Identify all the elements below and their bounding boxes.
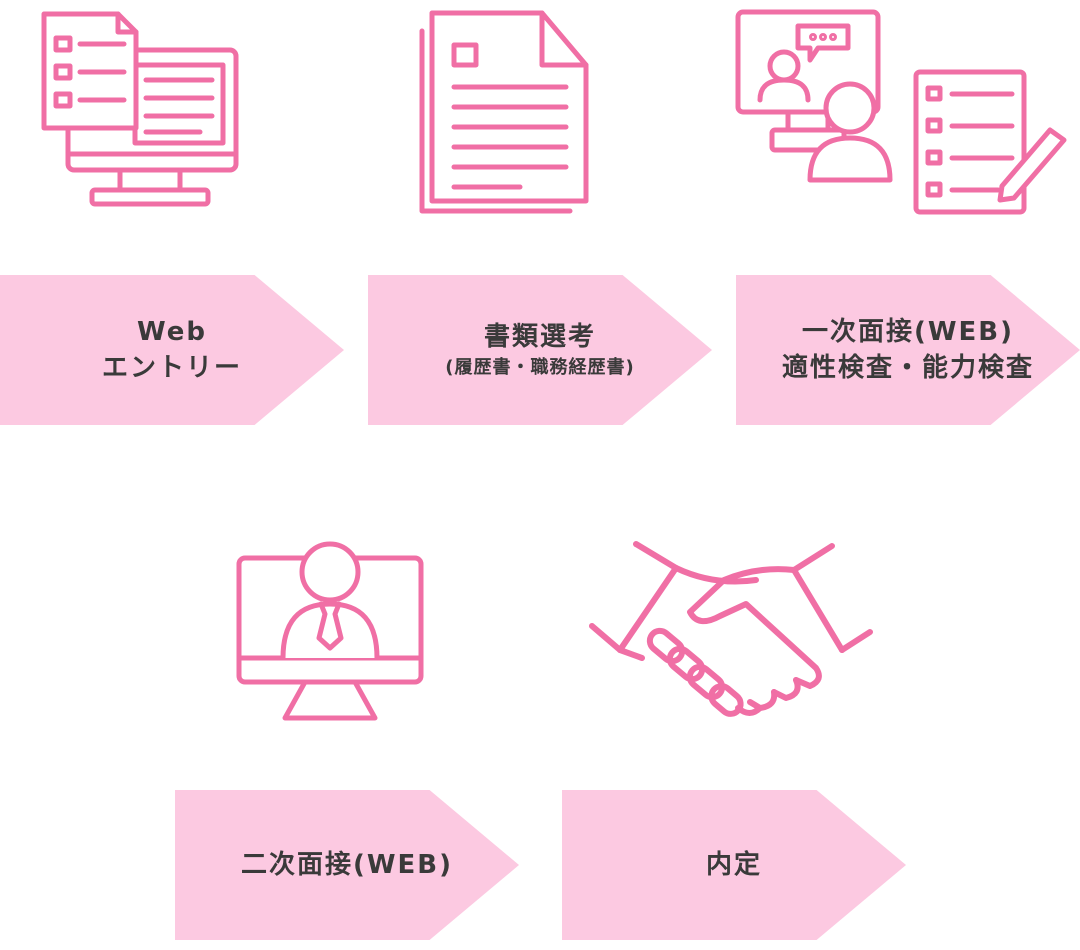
step-subtitle: エントリー: [101, 353, 242, 383]
step-label: 書類選考 (履歴書・職務経歴書): [445, 319, 634, 381]
document-icon: [410, 5, 600, 220]
step-title: 一次面接(WEB): [801, 317, 1014, 347]
step-title: Web: [136, 317, 207, 347]
step-label: 二次面接(WEB): [241, 847, 453, 883]
step-title: 二次面接(WEB): [240, 850, 454, 880]
step-web-entry: Web エントリー: [0, 275, 344, 425]
step-label: 一次面接(WEB) 適性検査・能力検査: [782, 314, 1034, 386]
step-document-screening: 書類選考 (履歴書・職務経歴書): [368, 275, 712, 425]
step-subtitle: 適性検査・能力検査: [781, 353, 1034, 383]
step-label: Web エントリー: [102, 314, 242, 386]
step-subtitle: (履歴書・職務経歴書): [445, 357, 635, 378]
step-second-interview: 二次面接(WEB): [175, 790, 519, 940]
handshake-icon: [589, 540, 880, 730]
computer-form-icon: [40, 10, 240, 210]
step-job-offer: 内定: [562, 790, 906, 940]
video-interview-checklist-icon: [730, 8, 1070, 218]
monitor-person-icon: [235, 540, 425, 725]
step-title: 書類選考: [483, 322, 596, 352]
step-label: 内定: [706, 847, 762, 883]
step-first-interview: 一次面接(WEB) 適性検査・能力検査: [736, 275, 1080, 425]
step-title: 内定: [705, 850, 762, 880]
